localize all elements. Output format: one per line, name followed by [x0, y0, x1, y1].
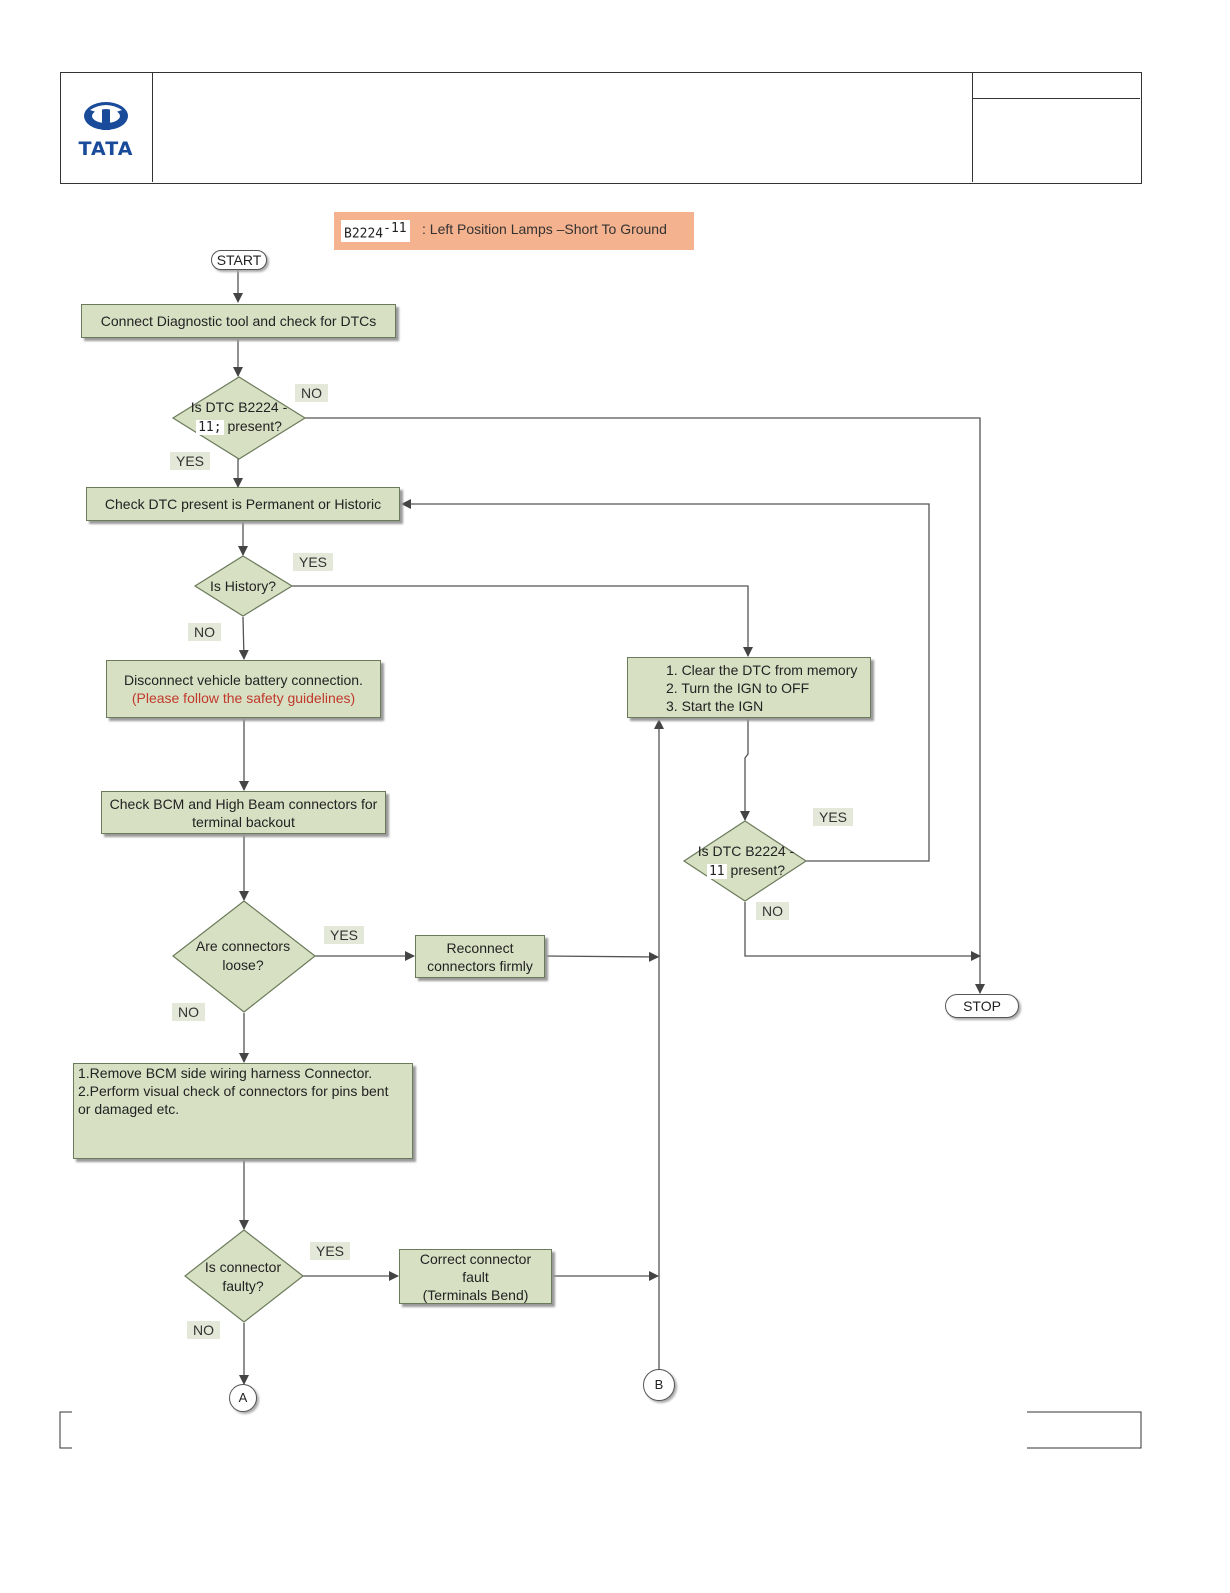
dtc-code: B2224-11 — [341, 220, 410, 243]
header-right-row-line — [972, 98, 1140, 99]
connect-diagnostic-box: Connect Diagnostic tool and check for DT… — [81, 304, 396, 338]
tata-logo: TATA — [60, 72, 152, 182]
header-divider-right — [972, 72, 973, 182]
decision-connectors-loose: Are connectors loose? — [184, 937, 302, 975]
decision-dtc-present-1-line2: 11; present? — [178, 417, 300, 437]
safety-guideline-text: (Please follow the safety guidelines) — [131, 690, 356, 706]
title-text: : Left Position Lamps –Short To Ground — [422, 221, 667, 237]
decision-is-history: Is History? — [209, 578, 277, 594]
decision-dtc-present-1: Is DTC B2224 - 11; present? — [178, 398, 300, 437]
tata-emblem-icon — [84, 102, 128, 130]
decision-dtc-present-2-code: 11 — [706, 864, 727, 879]
decision-dtc-present-1-code: 11; — [196, 420, 224, 435]
decision-dtc-present-2-shape — [682, 820, 808, 902]
label-yes-faulty: YES — [310, 1242, 351, 1260]
disconnect-battery-box: Disconnect vehicle battery connection. (… — [106, 660, 381, 718]
title-banner: B2224-11 : Left Position Lamps –Short To… — [334, 212, 694, 250]
correct-line1: Correct connector — [419, 1250, 532, 1267]
decision-dtc-present-2-present: present? — [730, 862, 786, 878]
label-yes-dtc2: YES — [813, 808, 854, 826]
clear-dtc-step1: 1. Clear the DTC from memory — [666, 661, 858, 678]
reconnect-line1: Reconnect — [446, 939, 514, 956]
decision-dtc-present-2-line2: 11 present? — [690, 861, 802, 881]
decision-is-history-shape — [193, 555, 294, 617]
correct-line3: (Terminals Bend) — [422, 1286, 529, 1303]
dtc-code-sub: -11 — [383, 221, 407, 236]
decision-dtc-present-2-line1: Is DTC B2224 - — [697, 843, 795, 859]
decision-connector-faulty-shape — [184, 1229, 304, 1323]
correct-connector-box: Correct connector fault (Terminals Bend) — [399, 1249, 552, 1304]
header-divider-left — [152, 72, 153, 182]
label-no-dtc2: NO — [756, 902, 789, 920]
label-no-history: NO — [188, 623, 221, 641]
label-yes-loose: YES — [324, 926, 365, 944]
label-no-loose: NO — [172, 1003, 205, 1021]
remove-bcm-step2: 2.Perform visual check of connectors for… — [78, 1083, 389, 1099]
decision-dtc-present-1-shape — [171, 376, 307, 460]
reconnect-line2: connectors firmly — [427, 957, 533, 974]
logo-text: TATA — [78, 138, 134, 160]
label-yes-history: YES — [293, 553, 334, 571]
remove-bcm-box: 1.Remove BCM side wiring harness Connect… — [73, 1063, 413, 1159]
decision-connector-faulty-line2: faulty? — [222, 1278, 264, 1294]
decision-dtc-present-1-present: present? — [227, 418, 282, 434]
dtc-code-main: B2224 — [344, 226, 384, 242]
decision-dtc-present-2: Is DTC B2224 - 11 present? — [690, 842, 802, 881]
start-terminal: START — [211, 250, 267, 270]
check-bcm-line2: terminal backout — [192, 813, 295, 830]
clear-dtc-step2: 2. Turn the IGN to OFF — [666, 679, 810, 696]
correct-line2: fault — [462, 1268, 489, 1285]
remove-bcm-step1: 1.Remove BCM side wiring harness Connect… — [78, 1065, 373, 1081]
remove-bcm-step3: or damaged etc. — [78, 1101, 180, 1117]
stop-terminal: STOP — [945, 994, 1019, 1018]
disconnect-battery-line1: Disconnect vehicle battery connection. — [124, 672, 363, 688]
decision-connectors-loose-shape — [172, 900, 316, 1013]
decision-connectors-loose-line2: loose? — [222, 957, 264, 973]
connector-b: B — [643, 1369, 675, 1401]
decision-dtc-present-1-line1: Is DTC B2224 - — [190, 399, 288, 415]
clear-dtc-box: 1. Clear the DTC from memory 2. Turn the… — [627, 657, 871, 718]
reconnect-box: Reconnect connectors firmly — [415, 935, 545, 978]
label-no-dtc1: NO — [295, 384, 328, 402]
decision-connectors-loose-line1: Are connectors — [195, 938, 291, 954]
clear-dtc-step3: 3. Start the IGN — [666, 697, 764, 714]
check-bcm-line1: Check BCM and High Beam connectors for — [109, 795, 378, 812]
label-no-faulty: NO — [187, 1321, 220, 1339]
label-yes-dtc1: YES — [170, 452, 211, 470]
connector-a: A — [229, 1384, 257, 1412]
check-bcm-box: Check BCM and High Beam connectors for t… — [101, 791, 386, 834]
decision-connector-faulty: Is connector faulty? — [196, 1258, 290, 1296]
header-frame — [60, 72, 1142, 184]
check-permanent-box: Check DTC present is Permanent or Histor… — [86, 487, 400, 521]
decision-connector-faulty-line1: Is connector — [204, 1259, 282, 1275]
